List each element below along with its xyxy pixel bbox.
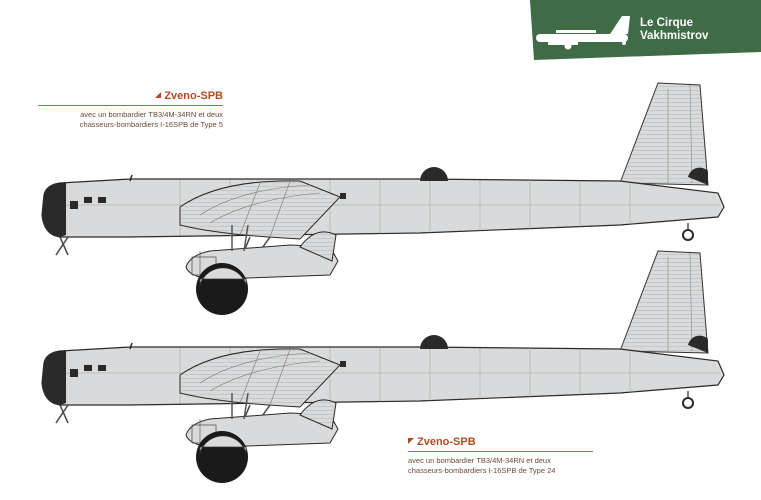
badge-title-line2: Vakhmistrov	[640, 30, 709, 42]
dorsal-turret	[420, 335, 448, 349]
caption-heading: Zveno-SPB	[408, 436, 593, 448]
badge-title-line1: Le Cirque	[640, 17, 694, 29]
caption-rule	[38, 105, 223, 106]
tail-wheel	[682, 229, 694, 241]
badge-plane-icon	[536, 16, 630, 50]
title-badge: Le Cirque Vakhmistrov	[528, 0, 761, 60]
caption-rule	[408, 451, 593, 452]
bomber-nose	[42, 351, 66, 405]
tail-wheel	[682, 397, 694, 409]
caption-line-1: avec un bombardier TB3/4M-34RN et deux	[408, 456, 551, 465]
triangle-marker-icon	[155, 92, 162, 98]
caption-title: Zveno-SPB	[417, 436, 476, 448]
profile-caption-1: Zveno-SPB avec un bombardier TB3/4M-34RN…	[38, 90, 223, 130]
badge-background	[530, 0, 761, 60]
caption-title: Zveno-SPB	[164, 90, 223, 102]
triangle-marker-icon	[408, 438, 414, 444]
bomber-nose	[42, 183, 66, 237]
aircraft-profile-2	[41, 250, 725, 483]
tail-fin	[619, 82, 709, 186]
caption-line-2: chasseurs-bombardiers I-16SPB de Type 24	[408, 466, 556, 475]
dorsal-turret	[420, 167, 448, 181]
caption-line-1: avec un bombardier TB3/4M-34RN et deux	[80, 110, 223, 119]
bomber-fuselage	[41, 346, 725, 406]
profile-caption-2: Zveno-SPB avec un bombardier TB3/4M-34RN…	[408, 436, 593, 476]
caption-heading: Zveno-SPB	[38, 90, 223, 102]
badge-title: Le Cirque Vakhmistrov	[640, 17, 708, 43]
bomber-fuselage	[41, 178, 725, 238]
tail-fin	[619, 250, 709, 354]
caption-line-2: chasseurs-bombardiers I-16SPB de Type 5	[79, 120, 223, 129]
aircraft-profile-1	[41, 82, 725, 315]
